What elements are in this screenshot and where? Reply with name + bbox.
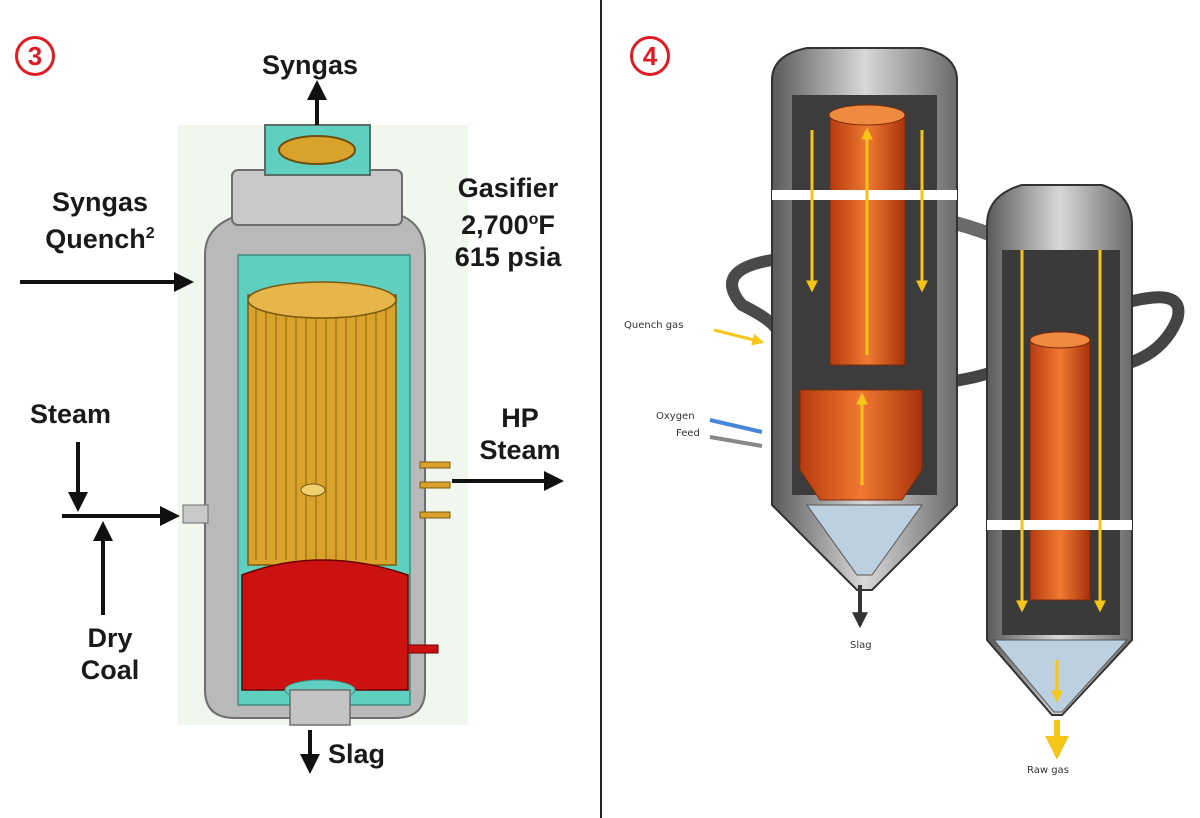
hp-steam-nozzles (419, 461, 451, 519)
syngas-quench-superscript: 2 (145, 225, 155, 242)
yellow-flow-arrows-right (1016, 250, 1106, 760)
label-hp-steam: HP Steam (465, 402, 575, 466)
hp-steam-line1: HP (501, 403, 539, 433)
gasifier-pressure: 615 psia (454, 242, 562, 272)
dry-coal-line2: Coal (80, 655, 140, 685)
label-oxygen: Oxygen (656, 411, 695, 422)
yellow-flow-arrows-left (806, 127, 928, 485)
label-dry-coal: Dry Coal (60, 622, 160, 686)
bottom-nozzle (407, 644, 439, 654)
gasifier-temperature: 2,700oF (438, 204, 578, 241)
gasifier-temp-degree: o (528, 211, 539, 228)
quench-gas-arrow (713, 328, 765, 346)
first-stage-band-1 (772, 190, 957, 200)
slag-outlet-pipe (289, 689, 351, 726)
label-quench-gas: Quench gas (624, 320, 684, 331)
second-stage-band-1 (987, 520, 1132, 530)
crossover-pipe-loop (726, 254, 783, 334)
left-panel: 3 (15, 36, 578, 774)
label-syngas-quench: Syngas Quench2 (30, 186, 170, 255)
label-raw-gas: Raw gas (1027, 765, 1069, 776)
dry-coal-line1: Dry (87, 623, 133, 653)
label-slag-right: Slag (850, 640, 872, 651)
gasifier-temp-value: 2,700 (461, 210, 529, 240)
burner-port (300, 483, 326, 497)
panel-number-badge-4: 4 (630, 36, 670, 76)
second-stage-riser (1029, 339, 1091, 601)
label-slag: Slag (328, 739, 386, 769)
label-steam: Steam (30, 399, 112, 429)
syngas-quench-line1: Syngas (51, 187, 149, 217)
right-panel: 4 (602, 0, 1200, 818)
label-syngas-out: Syngas (262, 50, 359, 80)
slag-hearth (241, 559, 409, 691)
label-gasifier-conditions: Gasifier 2,700oF 615 psia (438, 172, 578, 273)
syngas-quench-word: Quench (45, 224, 146, 254)
coil-tubes (255, 300, 387, 560)
top-flange (231, 169, 403, 226)
label-feed: Feed (676, 428, 700, 439)
oxygen-arrow (709, 418, 763, 434)
gasifier-temp-unit: F (538, 210, 555, 240)
second-riser-top (1029, 331, 1091, 349)
panel-divider (600, 0, 602, 818)
syngas-quench-line2: Quench2 (30, 218, 170, 255)
riser-top (828, 104, 906, 126)
membrane-wall-coil (247, 294, 397, 566)
outlet-nozzle (278, 135, 356, 165)
two-stage-gasifier-diagram (709, 47, 1185, 760)
gasifier-cutaway-diagram (20, 80, 564, 774)
feed-arrow (709, 435, 763, 448)
coil-top-rim (247, 281, 397, 319)
feed-nozzle (182, 504, 209, 524)
raw-gas-cone (992, 639, 1129, 713)
gasifier-title: Gasifier (457, 173, 559, 203)
slag-quench-cone (806, 504, 923, 576)
panel-number-badge-3: 3 (15, 36, 55, 76)
hp-steam-line2: Steam (479, 435, 561, 465)
